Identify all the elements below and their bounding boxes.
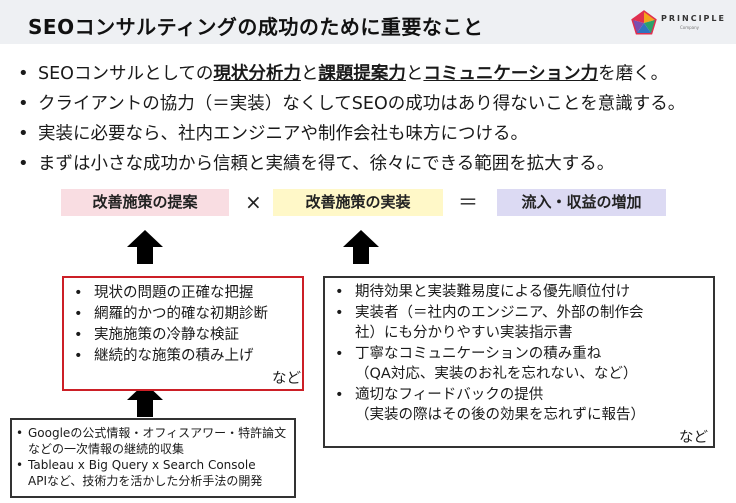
list-item: 網羅的かつ的確な初期診断 bbox=[64, 304, 302, 325]
etc-label: など bbox=[272, 371, 301, 387]
keyword-analysis: 現状分析力 bbox=[213, 64, 301, 84]
list-item: Tableau x Big Query x Search Console bbox=[12, 457, 294, 473]
equals-operator: ＝ bbox=[458, 190, 478, 214]
list-item: 適切なフィードバックの提供 bbox=[325, 385, 713, 406]
list-item: 期待効果と実装難易度による優先順位付け bbox=[325, 282, 713, 303]
term-proposal: 改善施策の提案 bbox=[61, 189, 229, 216]
etc-label: など bbox=[679, 430, 708, 446]
list-item: 現状の問題の正確な把握 bbox=[64, 283, 302, 304]
pentagon-logo-icon bbox=[631, 10, 657, 35]
key-point: SEOコンサルとしての現状分析力と課題提案力とコミュニケーション力を磨く。 bbox=[16, 62, 728, 92]
list-item: 丁寧なコミュニケーションの積み重ね bbox=[325, 344, 713, 365]
list-item-continuation: （実装の際はその後の効果を忘れずに報告） bbox=[355, 407, 645, 423]
list-item: 継続的な施策の積み上げ bbox=[64, 346, 302, 367]
list-item-continuation: （QA対応、実装のお礼を忘れない、など） bbox=[355, 366, 638, 382]
logo-wordmark: PRINCIPLE bbox=[661, 14, 726, 23]
list-item: 実施施策の冷静な検証 bbox=[64, 325, 302, 346]
implementation-skills-box: 期待効果と実装難易度による優先順位付け 実装者（＝社内のエンジニア、外部の制作会… bbox=[323, 276, 715, 448]
header-bar: SEOコンサルティングの成功のために重要なこと PRINCIPLE Compan… bbox=[0, 0, 736, 44]
list-item: Googleの公式情報・オフィスアワー・特許論文 bbox=[12, 425, 294, 441]
up-arrow-icon bbox=[343, 230, 379, 264]
page-title: SEOコンサルティングの成功のために重要なこと bbox=[28, 15, 484, 39]
key-points-list: SEOコンサルとしての現状分析力と課題提案力とコミュニケーション力を磨く。 クラ… bbox=[16, 62, 728, 182]
list-item-continuation: 社）にも分かりやすい実装指示書 bbox=[355, 325, 573, 341]
term-implementation: 改善施策の実装 bbox=[273, 189, 443, 216]
list-item-continuation: などの一次情報の継続的収集 bbox=[28, 442, 185, 456]
up-arrow-icon bbox=[127, 230, 163, 264]
result-traffic-revenue: 流入・収益の増加 bbox=[497, 189, 666, 216]
keyword-proposal: 課題提案力 bbox=[318, 64, 406, 84]
key-point: クライアントの協力（＝実装）なくしてSEOの成功はあり得ないことを意識する。 bbox=[16, 92, 728, 122]
list-item-continuation: APIなど、技術力を活かした分析手法の開発 bbox=[28, 474, 263, 488]
list-item: 実装者（＝社内のエンジニア、外部の制作会 bbox=[325, 303, 713, 324]
up-arrow-icon bbox=[127, 383, 163, 417]
proposal-skills-box: 現状の問題の正確な把握 網羅的かつ的確な初期診断 実施施策の冷静な検証 継続的な… bbox=[62, 276, 304, 391]
times-operator: × bbox=[245, 190, 262, 214]
company-logo: PRINCIPLE Company bbox=[631, 8, 731, 40]
keyword-communication: コミュニケーション力 bbox=[423, 64, 599, 84]
key-point: 実装に必要なら、社内エンジニアや制作会社も味方につける。 bbox=[16, 122, 728, 152]
logo-subtext: Company bbox=[680, 25, 700, 30]
key-point: まずは小さな成功から信頼と実績を得て、徐々にできる範囲を拡大する。 bbox=[16, 152, 728, 182]
information-sources-box: Googleの公式情報・オフィスアワー・特許論文 などの一次情報の継続的収集 T… bbox=[10, 418, 296, 498]
